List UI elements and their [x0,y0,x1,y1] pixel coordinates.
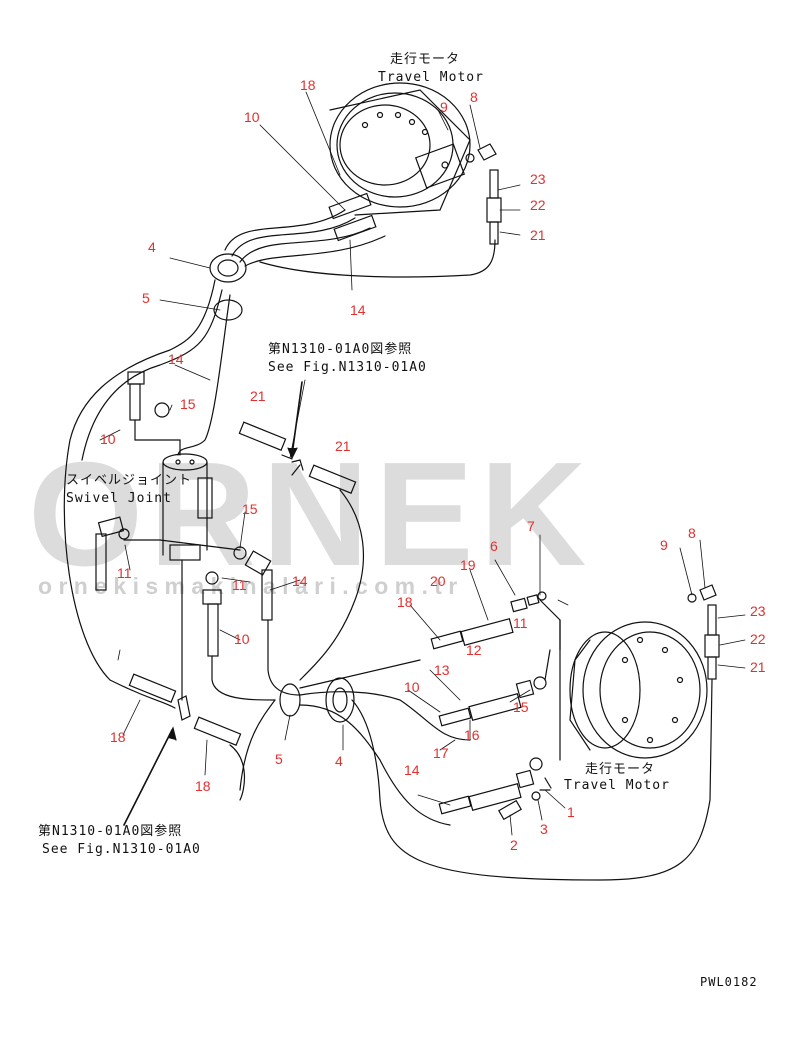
lower-travel-motor-en: Travel Motor [564,778,670,793]
part-label-21: 21 [530,227,546,243]
part-label-22b: 22 [750,631,766,647]
part-label-3: 3 [540,821,548,837]
part-label-14b: 14 [168,351,184,367]
part-label-11b: 11 [232,577,247,593]
part-label-14c: 14 [292,573,308,589]
part-label-10b: 10 [100,431,116,447]
part-label-5: 5 [142,290,150,306]
upper-travel-motor-en: Travel Motor [378,70,484,85]
part-label-18d: 18 [195,778,211,794]
swivel-joint-en: Swivel Joint [66,491,172,506]
part-label-22: 22 [530,197,546,213]
part-label-19: 19 [460,557,476,573]
part-label-1: 1 [567,804,575,820]
part-label-7: 7 [527,518,535,534]
part-label-10c: 10 [234,631,250,647]
part-label-23b: 23 [750,603,766,619]
part-label-9b: 9 [660,537,668,553]
part-label-17: 17 [433,745,449,761]
part-label-4: 4 [148,239,156,255]
part-label-11: 11 [117,565,132,581]
part-label-23: 23 [530,171,546,187]
part-label-20: 20 [430,573,446,589]
swivel-joint-jp: スイベルジョイント [66,473,193,488]
part-label-15: 15 [180,396,196,412]
ref-lower-en: See Fig.N1310-01A0 [42,842,201,857]
part-label-14d: 14 [404,762,420,778]
lower-travel-motor [569,621,708,759]
watermark-site: o r n e k i s m a k i n a l a r i . c o … [38,573,458,599]
part-label-21d: 21 [750,659,766,675]
part-label-21b: 21 [250,388,266,404]
part-label-12: 12 [466,642,482,658]
ref-upper-en: See Fig.N1310-01A0 [268,360,427,375]
part-label-4b: 4 [335,753,343,769]
part-label-15c: 15 [513,699,529,715]
part-label-6: 6 [490,538,498,554]
part-label-8: 8 [470,89,478,105]
drawing-code: PWL0182 [700,975,758,989]
upper-travel-motor [329,82,497,216]
watermark-brand: ORNEK [28,432,593,597]
part-label-18: 18 [300,77,316,93]
part-label-10: 10 [244,109,260,125]
part-label-9: 9 [440,99,448,115]
part-label-5b: 5 [275,751,283,767]
upper-travel-motor-jp: 走行モータ [390,52,461,67]
part-label-2: 2 [510,837,518,853]
part-label-21c: 21 [335,438,351,454]
part-label-8b: 8 [688,525,696,541]
part-label-10d: 10 [404,679,420,695]
part-label-16: 16 [464,727,480,743]
part-label-18b: 18 [397,594,413,610]
lower-travel-motor-jp: 走行モータ [585,762,656,777]
swivel-joint [162,453,213,561]
part-label-15b: 15 [242,501,258,517]
ref-upper-jp: 第N1310-01A0図参照 [268,342,413,357]
part-label-14: 14 [350,302,366,318]
part-label-11c: 11 [513,615,528,631]
part-label-18c: 18 [110,729,126,745]
part-label-13: 13 [434,662,450,678]
ref-lower-jp: 第N1310-01A0図参照 [38,824,183,839]
